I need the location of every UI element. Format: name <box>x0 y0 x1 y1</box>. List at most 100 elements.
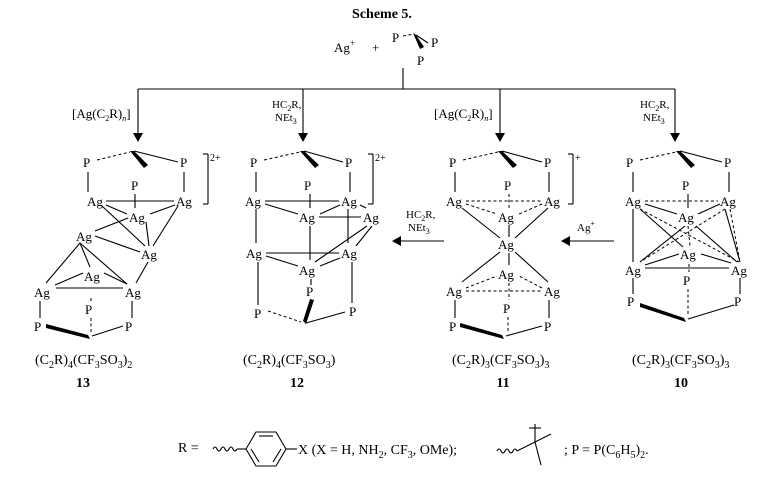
bond <box>415 34 429 44</box>
atom-p: P <box>626 155 633 170</box>
atom-ag: Ag <box>141 247 157 262</box>
atom-p: P <box>306 284 313 299</box>
atom-p: P <box>85 302 92 317</box>
atom-p: P <box>34 319 41 334</box>
arrowhead <box>133 133 143 142</box>
atom-ag: Ag <box>87 194 103 209</box>
arrowhead <box>670 133 680 142</box>
compound-formula: (C2R)4(CF3SO3)2 <box>35 353 132 371</box>
atom-p: P <box>304 178 311 193</box>
compound-13-structure: P P P 2+ Ag Ag Ag Ag Ag Ag Ag Ag <box>34 150 221 339</box>
atom-p: P <box>125 319 132 334</box>
atom-ag: Ag <box>446 194 462 209</box>
svg-text:NEt3: NEt3 <box>408 222 430 236</box>
atom-p: P <box>431 35 438 50</box>
compound-number: 11 <box>496 376 509 391</box>
atom-p: P <box>392 30 399 45</box>
atom-ag: Ag <box>246 246 262 261</box>
atom-ag: Ag <box>299 210 315 225</box>
svg-text:NEt3: NEt3 <box>275 112 297 126</box>
atom-p: P <box>349 304 356 319</box>
atom-p: P <box>734 294 741 309</box>
atom-ag: Ag <box>363 210 379 225</box>
x-substituents: X (X = H, NH2, CF3, OMe); <box>298 443 457 461</box>
atom-ag: Ag <box>498 210 514 225</box>
compound-number: 12 <box>290 376 304 391</box>
scheme-title: Scheme 5. <box>352 7 412 22</box>
atom-ag: Ag <box>731 263 747 278</box>
r-group-legend: R = X (X = H, NH2, CF3, OMe); ; P = P(C6… <box>178 424 649 467</box>
caption-11: (C2R)3(CF3SO3)3 11 <box>452 353 549 391</box>
atom-p: P <box>627 294 634 309</box>
r-equals-label: R = <box>178 441 199 456</box>
atom-ag: Ag <box>341 194 357 209</box>
atom-ag: Ag <box>678 210 694 225</box>
atom-p: P <box>417 53 424 68</box>
caption-13: (C2R)4(CF3SO3)2 13 <box>35 353 132 391</box>
atom-p: P <box>180 155 187 170</box>
arrowhead <box>298 133 308 142</box>
compound-number: 10 <box>674 376 688 391</box>
tert-butyl-icon <box>516 424 552 466</box>
atom-p: P <box>683 273 690 288</box>
atom-ag: Ag <box>680 247 696 262</box>
svg-text:+: + <box>575 153 581 164</box>
atom-ag: Ag <box>446 284 462 299</box>
caption-12: (C2R)4(CF3SO3) 12 <box>243 353 336 391</box>
atom-p: P <box>449 319 456 334</box>
atom-p: P <box>250 155 257 170</box>
atom-ag: Ag <box>84 269 100 284</box>
arrow-label-ag-alkynyl: [Ag(C2R)n] <box>434 106 493 123</box>
arrowhead <box>495 133 505 142</box>
atom-ag: Ag <box>720 194 736 209</box>
atom-ag: Ag <box>498 267 514 282</box>
compound-formula: (C2R)4(CF3SO3) <box>243 353 336 371</box>
atom-ag: Ag <box>299 263 315 278</box>
triphos-ligand: P P P <box>392 30 438 68</box>
svg-text:2+: 2+ <box>210 153 221 164</box>
atom-p: P <box>449 155 456 170</box>
atom-ag: Ag <box>625 263 641 278</box>
atom-p: P <box>83 155 90 170</box>
compound-10-structure: P P P Ag Ag Ag Ag Ag Ag P P P <box>625 150 747 322</box>
svg-text:HC2R,: HC2R, <box>272 99 302 113</box>
atom-ag: Ag <box>125 285 141 300</box>
atom-p: P <box>503 301 510 316</box>
atom-p: P <box>544 155 551 170</box>
arrow-label-alkyne-base: HC2R, NEt3 <box>640 99 670 126</box>
atom-p: P <box>131 178 138 193</box>
compound-11-structure: P P P + Ag Ag Ag Ag Ag Ag Ag <box>446 150 581 339</box>
arrow-label-ag-alkynyl: [Ag(C2R)n] <box>72 106 131 123</box>
atom-p: P <box>724 155 731 170</box>
atom-p: P <box>345 155 352 170</box>
atom-ag: Ag <box>341 246 357 261</box>
ag-plus-label: Ag+ <box>577 219 595 234</box>
atom-ag: Ag <box>34 285 50 300</box>
arrow-label-alkyne-base: HC2R, NEt3 <box>272 99 302 126</box>
atom-ag: Ag <box>544 194 560 209</box>
p-definition: ; P = P(C6H5)2. <box>564 443 649 461</box>
atom-ag: Ag <box>76 229 92 244</box>
atom-ag: Ag <box>129 210 145 225</box>
arrow-10-to-11: Ag+ <box>561 219 614 246</box>
svg-text:HC2R,: HC2R, <box>406 209 436 223</box>
arrow-11-to-12: HC2R, NEt3 <box>392 209 444 246</box>
svg-text:NEt3: NEt3 <box>643 112 665 126</box>
atom-p: P <box>504 178 511 193</box>
silver-ion-label: Ag+ <box>334 38 355 55</box>
atom-ag: Ag <box>625 194 641 209</box>
compound-formula: (C2R)3(CF3SO3)3 <box>632 353 729 371</box>
wavy-bond-icon <box>496 448 518 454</box>
compound-formula: (C2R)3(CF3SO3)3 <box>452 353 549 371</box>
svg-text:2+: 2+ <box>375 153 386 164</box>
atom-ag: Ag <box>245 194 261 209</box>
wavy-bond-icon <box>212 446 238 452</box>
hashed-bond <box>402 33 415 37</box>
atom-p: P <box>682 178 689 193</box>
branch-lines <box>133 68 680 142</box>
atom-ag: Ag <box>498 237 514 252</box>
compound-number: 13 <box>76 376 90 391</box>
phenyl-ring-icon <box>245 431 287 467</box>
atom-ag: Ag <box>176 194 192 209</box>
